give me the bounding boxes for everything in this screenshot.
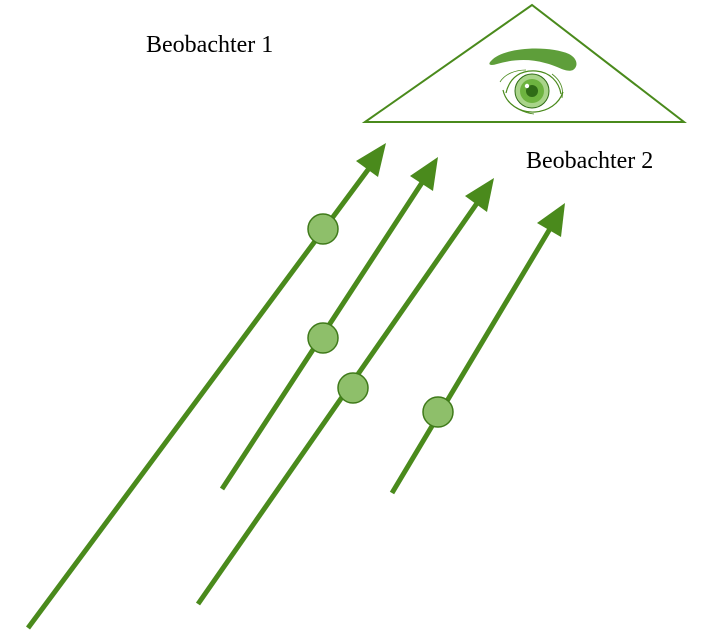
particle-3	[337, 372, 369, 404]
eye-sketch-line-1	[499, 69, 527, 83]
observer-triangle	[361, 3, 687, 123]
particle-arrow-1	[25, 143, 386, 630]
eye-sketch-line-3	[507, 100, 535, 115]
particle-1	[307, 213, 339, 245]
particle-arrow-3	[195, 178, 494, 606]
observer-2-label: Beobachter 2	[526, 148, 654, 174]
particle-2	[307, 322, 339, 354]
observer-1-label: Beobachter 1	[146, 32, 274, 58]
arrow-3-shaft	[195, 194, 485, 606]
eye-highlight	[524, 83, 530, 89]
arrow-4-shaft	[389, 220, 557, 495]
eyebrow-icon	[489, 48, 577, 71]
arrow-2-head	[410, 157, 438, 191]
arrow-3-head	[465, 178, 494, 212]
arrow-1-head	[356, 143, 386, 177]
particle-arrow-2	[219, 157, 438, 491]
particle-arrow-4	[389, 203, 565, 495]
eye-pupil	[526, 85, 538, 97]
eye-in-triangle-icon	[361, 3, 687, 123]
eye-outline-upper	[505, 70, 562, 95]
particle-4	[422, 396, 454, 428]
arrow-4-head	[537, 203, 565, 237]
eye-sketch-line-2	[551, 73, 563, 99]
